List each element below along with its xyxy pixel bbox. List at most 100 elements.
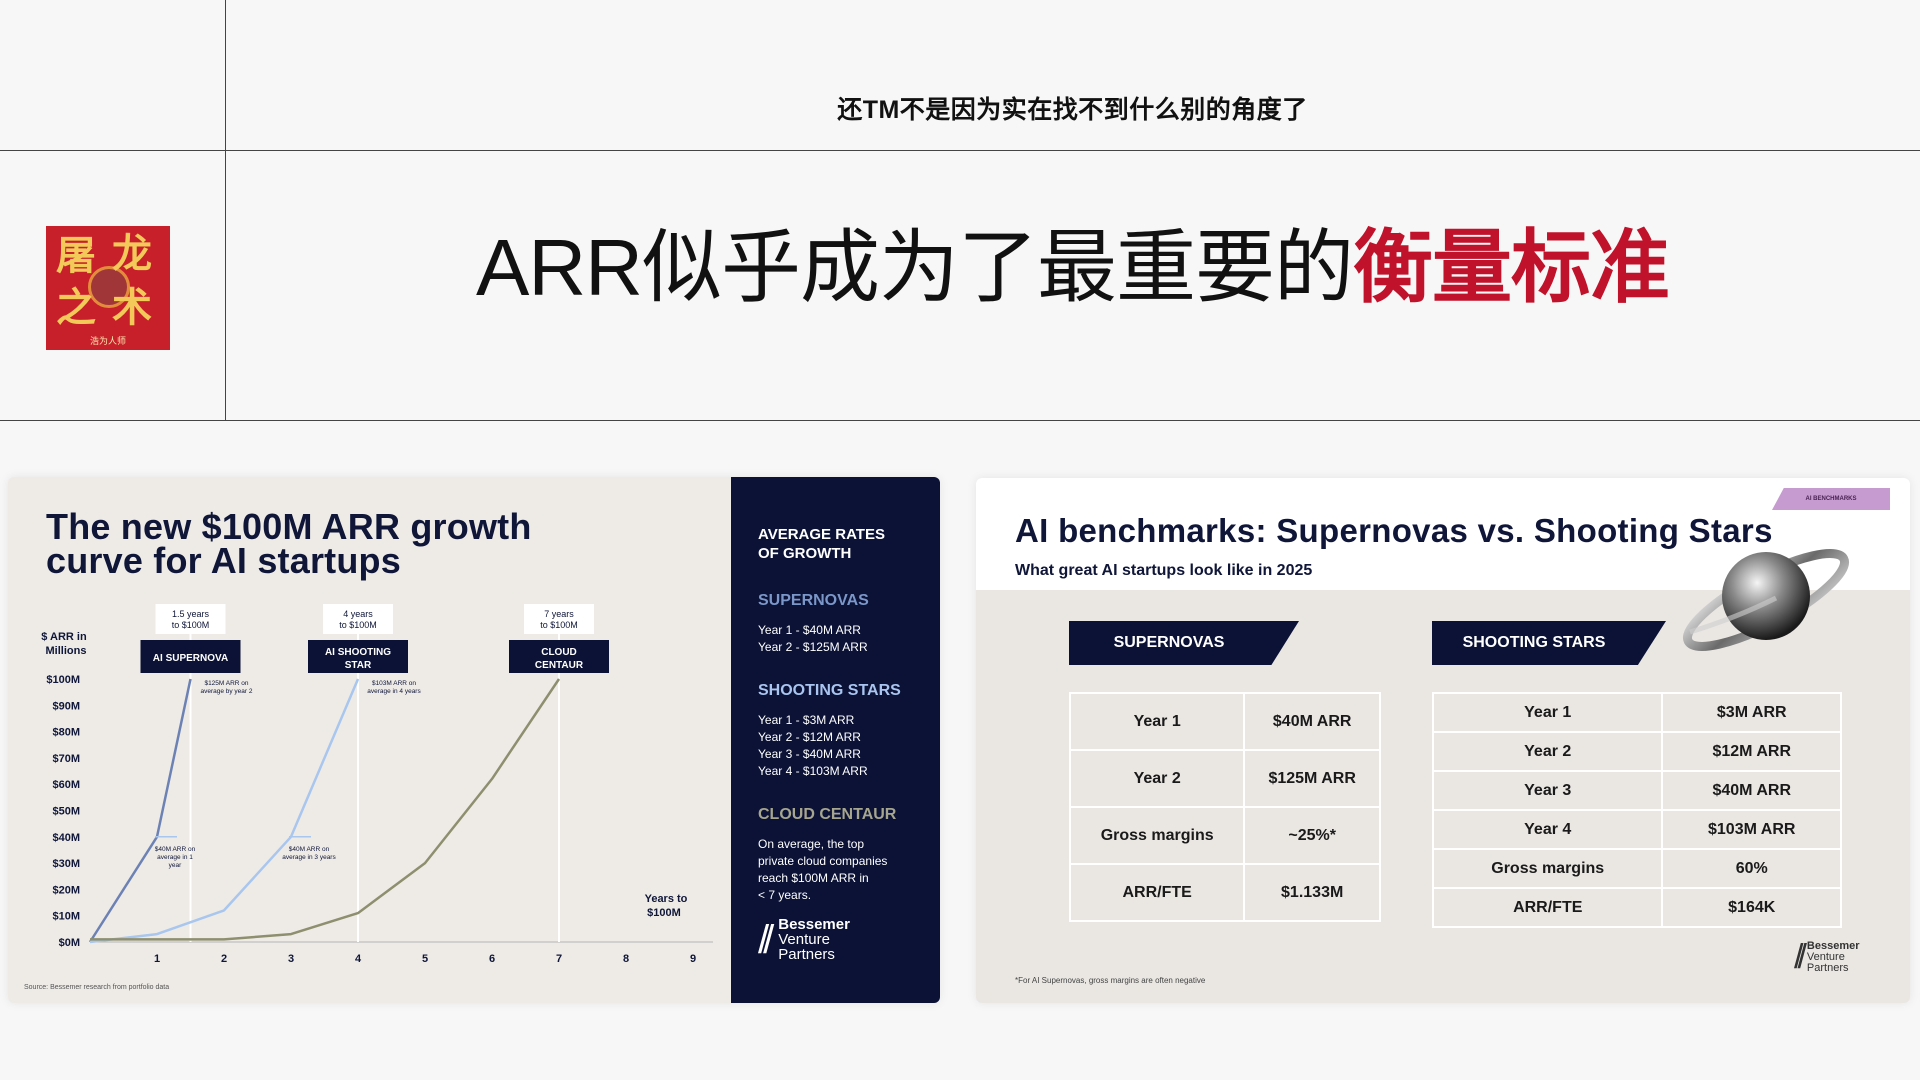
growth-slide-title: The new $100M ARR growth curve for AI st… [46,509,532,581]
frame-bottom-line [0,420,1920,421]
seal-char-2: 龙 [112,230,152,277]
y-tick-label: $100M [46,674,80,686]
bessemer-wordmark: Bessemer Venture Partners [1806,939,1860,974]
table-cell: Year 1 [1068,692,1246,751]
growth-rates-panel: AVERAGE RATES OF GROWTH SUPERNOVAS Year … [731,477,940,1003]
seal-caption: 浩为人师 [89,337,126,347]
milestone-target: to $100M [172,620,210,630]
y-tick-label: $90M [52,700,80,712]
milestone-label-box [308,640,408,673]
y-tick-label: $30M [52,858,80,870]
table-row: Year 1$40M ARR [1068,692,1381,751]
milestone-label: AI SUPERNOVA [153,653,228,664]
table-cell: ~25%* [1243,806,1381,865]
table-cell: Year 2 [1431,731,1664,772]
bessemer-mark-icon: // [1794,938,1807,976]
panel-line: On average, the top [758,837,865,851]
x-tick-label: 8 [623,953,629,965]
milestone-label: AI SHOOTING [325,647,391,658]
bessemer-venture: Venture [1806,950,1845,963]
table-cell: $125M ARR [1243,749,1381,808]
table-row: ARR/FTE$1.133M [1068,863,1381,922]
y-axis-label: Millions [46,645,87,657]
table-cell: Year 3 [1431,770,1664,811]
panel-line: Year 2 - $125M ARR [758,640,868,654]
frame-top-line [0,150,1920,151]
headline-text: ARR似乎成为了最重要的 [476,223,1354,312]
shooting-stars-header: SHOOTING STARS [1432,621,1666,665]
milestone-time: 1.5 years [172,609,210,619]
y-tick-label: $80M [52,727,80,739]
y-axis-label: $ ARR in [41,631,87,643]
bessemer-wordmark: Bessemer Venture Partners [778,917,850,962]
panel-line: reach $100M ARR in [758,871,869,885]
series-line [90,678,561,941]
panel-heading: AVERAGE RATES OF GROWTH [758,525,918,563]
panel-shooting-stars: SHOOTING STARS Year 1 - $3M ARR Year 2 -… [758,682,918,780]
annotation-text: $103M ARR on [372,680,416,687]
shooting-stars-table: Year 1$3M ARR Year 2$12M ARR Year 3$40M … [1431,692,1842,928]
benchmarks-tag: AI BENCHMARKS [1772,488,1890,510]
seal-emblem [88,266,130,308]
milestone-target: to $100M [339,620,377,630]
x-axis-label: Years to [645,893,688,905]
table-cell: $103M ARR [1661,809,1842,850]
y-tick-label: $70M [52,753,80,765]
y-tick-label: $60M [52,779,80,791]
x-tick-label: 1 [154,953,160,965]
x-tick-label: 5 [422,953,428,965]
annotation-text: $40M ARR on [155,846,196,853]
milestone-time-box [524,604,594,634]
seal-char-4: 术 [112,284,152,331]
bessemer-name: Bessemer [778,916,850,933]
y-tick-label: $40M [52,832,80,844]
page-headline: ARR似乎成为了最重要的衡量标准 [225,228,1920,308]
table-cell: 60% [1661,848,1842,889]
table-cell: Year 4 [1431,809,1664,850]
milestone-label-box [509,640,609,673]
bessemer-logo-right: // Bessemer Venture Partners [1794,940,1860,974]
annotation-text: $125M ARR on [204,680,248,687]
x-tick-label: 2 [221,953,227,965]
panel-supernovas: SUPERNOVAS Year 1 - $40M ARR Year 2 - $1… [758,592,918,656]
panel-line: Year 3 - $40M ARR [758,747,861,761]
supernovas-header: SUPERNOVAS [1069,621,1299,665]
benchmarks-subtitle: What great AI startups look like in 2025 [1015,562,1313,579]
table-row: Year 3$40M ARR [1431,770,1842,811]
x-tick-label: 4 [355,953,362,965]
milestone-label: CENTAUR [535,660,584,671]
table-row: ARR/FTE$164K [1431,887,1842,928]
title-line-2: curve for AI startups [46,540,401,581]
panel-line: Year 1 - $3M ARR [758,713,855,727]
x-tick-label: 3 [288,953,294,965]
table-cell: ARR/FTE [1431,887,1664,928]
bessemer-name: Bessemer [1806,939,1860,952]
frame-vertical-line [225,0,226,421]
annotation-text: average by year 2 [200,688,252,695]
table-row: Gross margins~25%* [1068,806,1381,865]
x-tick-label: 7 [556,953,562,965]
table-row: Year 4$103M ARR [1431,809,1842,850]
growth-chart: $ ARR inMillions$0M$10M$20M$30M$40M$50M$… [41,604,713,965]
benchmarks-footnote: *For AI Supernovas, gross margins are of… [1015,976,1206,985]
milestone-time-box [323,604,393,634]
saturn-icon [1682,549,1850,651]
panel-centaur-title: CLOUD CENTAUR [758,806,897,823]
x-axis-label: $100M [647,907,681,919]
panel-line: Year 4 - $103M ARR [758,764,868,778]
milestone-label-box [140,640,241,673]
table-cell: $40M ARR [1243,692,1381,751]
y-tick-label: $50M [52,806,80,818]
table-cell: Year 1 [1431,692,1664,733]
table-row: Year 1$3M ARR [1431,692,1842,733]
bessemer-logo: // Bessemer Venture Partners [758,917,850,962]
table-cell: Gross margins [1068,806,1246,865]
milestone-label: CLOUD [541,647,577,658]
annotation-text: average in 3 years [282,854,336,861]
panel-cloud-centaur: CLOUD CENTAUR On average, the top privat… [758,806,918,904]
table-cell: $1.133M [1243,863,1381,922]
table-cell: $3M ARR [1661,692,1842,733]
x-tick-label: 9 [690,953,696,965]
source-note: Source: Bessemer research from portfolio… [24,984,170,991]
bessemer-mark-icon: // [758,917,774,962]
